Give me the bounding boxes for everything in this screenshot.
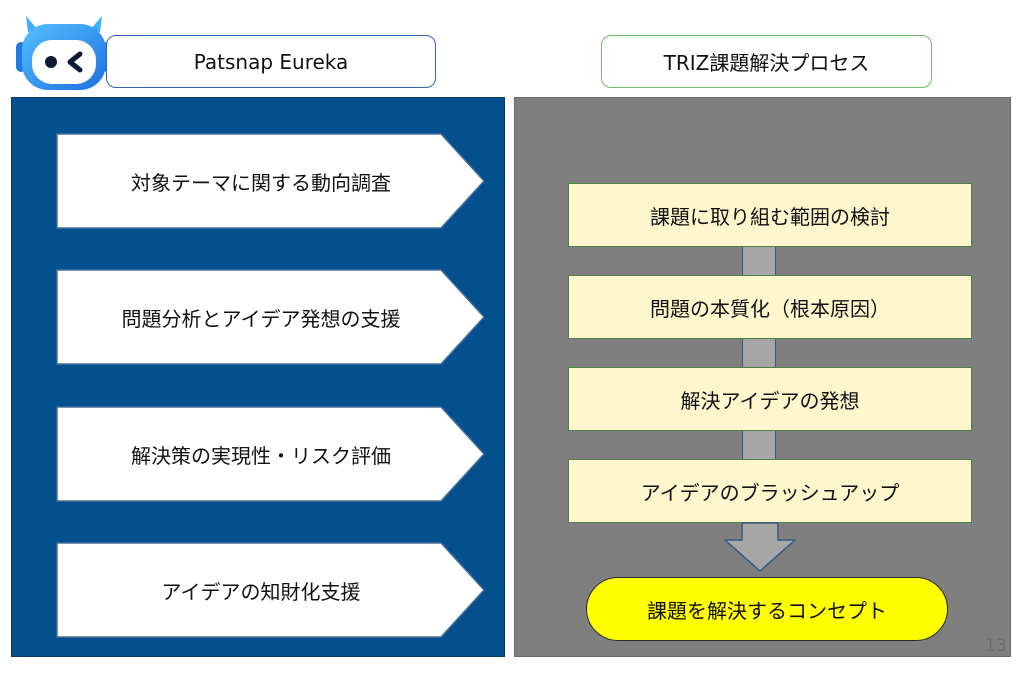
step-connector [742, 430, 776, 460]
triz-step-label: アイデアのブラッシュアップ [640, 480, 900, 505]
triz-step-label: 問題の本質化（根本原因） [650, 296, 890, 321]
page-number: 13 [985, 636, 1007, 656]
solution-concept-label: 課題を解決するコンセプト [647, 598, 887, 623]
eureka-item: アイデアの知財化支援 [56, 542, 486, 638]
solution-concept: 課題を解決するコンセプト [586, 577, 948, 641]
triz-process-text: TRIZ課題解決プロセス [663, 51, 870, 75]
triz-step-label: 課題に取り組む範囲の検討 [650, 204, 890, 229]
step-connector [742, 246, 776, 276]
triz-step: 課題に取り組む範囲の検討 [568, 183, 972, 247]
triz-step: 問題の本質化（根本原因） [568, 275, 972, 339]
eureka-item-label: 問題分析とアイデア発想の支援 [121, 306, 401, 331]
triz-step: アイデアのブラッシュアップ [568, 459, 972, 523]
robot-mascot-icon [14, 8, 114, 94]
eureka-item-label: 解決策の実現性・リスク評価 [131, 443, 391, 468]
eureka-item: 解決策の実現性・リスク評価 [56, 406, 486, 502]
eureka-item: 対象テーマに関する動向調査 [56, 133, 486, 229]
down-arrow-icon [724, 522, 796, 572]
patsnap-eureka-text: Patsnap Eureka [193, 49, 349, 74]
triz-step: 解決アイデアの発想 [568, 367, 972, 431]
patsnap-eureka-label: Patsnap Eureka [106, 35, 436, 88]
triz-process-label: TRIZ課題解決プロセス [601, 35, 932, 88]
eureka-item-label: 対象テーマに関する動向調査 [131, 170, 391, 195]
eureka-item-label: アイデアの知財化支援 [161, 579, 361, 604]
step-connector [742, 338, 776, 368]
eureka-item: 問題分析とアイデア発想の支援 [56, 269, 486, 365]
triz-step-label: 解決アイデアの発想 [680, 388, 860, 413]
